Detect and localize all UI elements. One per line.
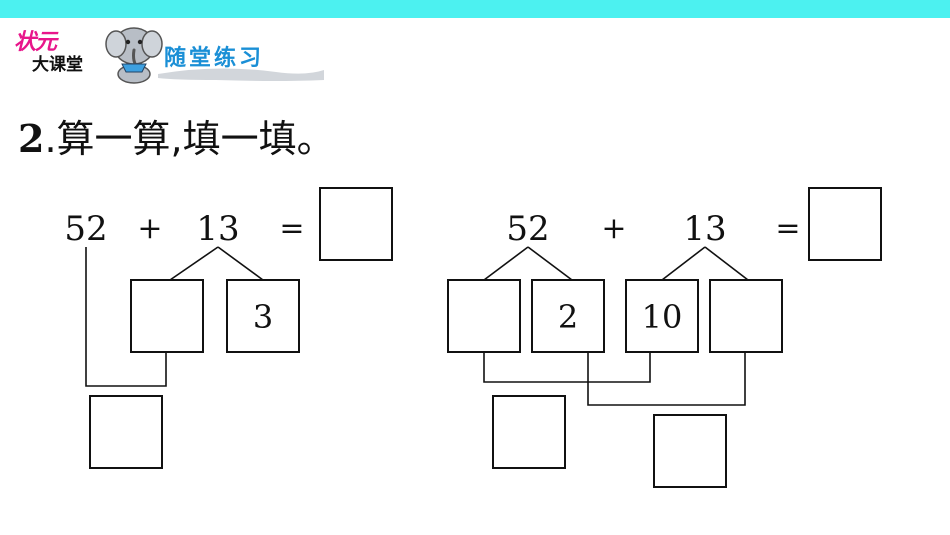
- question-text: 算一算,填一填。: [56, 117, 335, 161]
- top-color-bar: [0, 0, 950, 18]
- question-separator: .: [44, 117, 57, 161]
- right-split-box-1[interactable]: [447, 279, 521, 353]
- left-split-box-2-value: 3: [253, 298, 273, 336]
- section-label: 随堂练习: [164, 46, 265, 71]
- left-plus-sign: +: [137, 211, 162, 246]
- right-split-box-2[interactable]: [531, 279, 605, 353]
- left-split-box-1[interactable]: [130, 279, 204, 353]
- label-swoosh: [158, 68, 324, 81]
- right-split-box-2-value: 2: [558, 298, 578, 336]
- right-result-box-1[interactable]: [492, 395, 566, 469]
- right-equals-sign: =: [775, 211, 800, 246]
- right-plus-sign: +: [601, 211, 626, 246]
- left-answer-box[interactable]: [319, 187, 393, 261]
- left-equals-sign: =: [279, 211, 304, 246]
- left-addend-1: 52: [64, 209, 107, 249]
- left-addend-2: 13: [196, 209, 239, 249]
- brand-name-bottom: 大课堂: [32, 55, 83, 75]
- brand-name-top: 状元: [14, 30, 57, 55]
- right-addend-2: 13: [683, 209, 726, 249]
- left-split-box-2[interactable]: [226, 279, 300, 353]
- question-heading: 2.算一算,填一填。: [18, 108, 335, 163]
- right-addend-1: 52: [506, 209, 549, 249]
- right-split-lines: [483, 246, 749, 406]
- right-result-box-2[interactable]: [653, 414, 727, 488]
- right-problem: 52 + 13 = 2 10: [447, 187, 882, 488]
- right-split-box-3-value: 10: [642, 298, 683, 336]
- right-answer-box[interactable]: [808, 187, 882, 261]
- right-split-box-4[interactable]: [709, 279, 783, 353]
- left-problem: 52 + 13 = 3: [64, 187, 393, 469]
- left-split-lines: [85, 246, 264, 387]
- question-number: 2: [18, 116, 45, 161]
- left-result-box[interactable]: [89, 395, 163, 469]
- logo-header: 状元 大课堂 随堂练习: [6, 22, 326, 84]
- right-split-box-3[interactable]: [625, 279, 699, 353]
- elephant-icon: [105, 27, 163, 84]
